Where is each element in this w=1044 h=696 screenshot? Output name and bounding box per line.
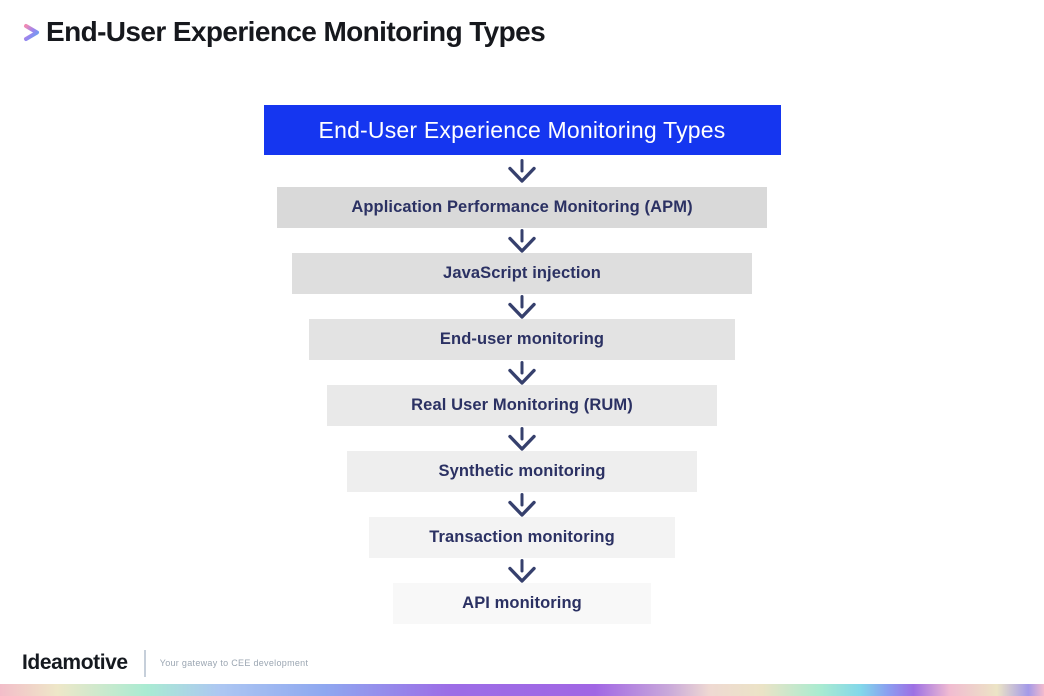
diagram-node-javascript-injection: JavaScript injection [292,253,752,294]
diagram-node-transaction-monitoring: Transaction monitoring [369,517,675,558]
rainbow-gradient-bar [0,684,1044,696]
brand-tagline: Your gateway to CEE development [159,658,309,668]
diagram-node-label: API monitoring [462,594,582,612]
diagram-node-apm: Application Performance Monitoring (APM) [277,187,767,228]
diagram-node-api-monitoring: API monitoring [393,583,651,624]
brand-logo: Ideamotive [22,651,128,674]
down-arrow-icon [508,228,536,253]
diagram-node-label: Application Performance Monitoring (APM) [351,198,693,216]
footer-divider [143,649,146,677]
brand-chevron-icon [20,24,39,41]
down-arrow-icon [508,360,536,385]
footer: Ideamotive Your gateway to CEE developme… [22,648,308,678]
down-arrow-icon [508,426,536,451]
down-arrow-icon [508,558,536,583]
monitoring-types-diagram: End-User Experience Monitoring Types App… [0,105,1044,624]
down-arrow-icon [508,492,536,517]
diagram-node-label: Real User Monitoring (RUM) [411,396,633,414]
diagram-node-label: JavaScript injection [443,264,601,282]
down-arrow-icon [508,159,536,183]
diagram-node-synthetic-monitoring: Synthetic monitoring [347,451,697,492]
page-header: End-User Experience Monitoring Types [20,16,546,48]
diagram-node-label: Transaction monitoring [429,528,615,546]
diagram-title-banner: End-User Experience Monitoring Types [263,105,781,155]
down-arrow-icon [508,294,536,319]
diagram-node-rum: Real User Monitoring (RUM) [327,385,717,426]
diagram-node-end-user-monitoring: End-user monitoring [309,319,735,360]
page-title: End-User Experience Monitoring Types [46,16,546,47]
diagram-title-label: End-User Experience Monitoring Types [318,116,726,143]
diagram-node-label: End-user monitoring [439,330,605,348]
diagram-node-label: Synthetic monitoring [438,462,606,480]
